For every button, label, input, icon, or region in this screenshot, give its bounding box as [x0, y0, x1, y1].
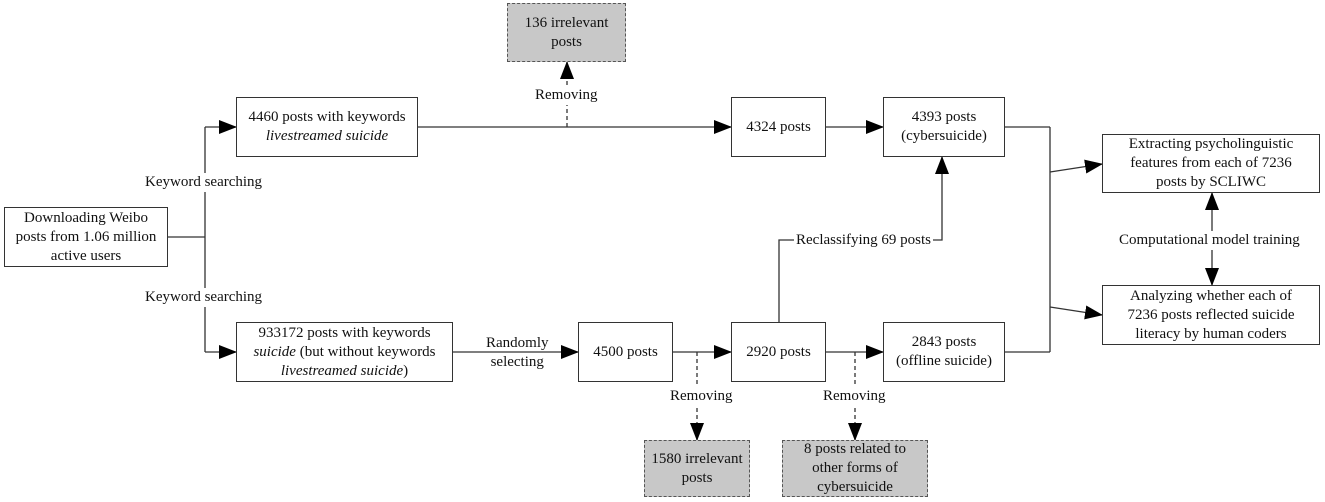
label-removing-left: Removing	[668, 387, 735, 406]
label-model-training: Computational model training	[1117, 231, 1302, 250]
node-2920-posts: 2920 posts	[731, 322, 826, 382]
node-1580-irrelevant: 1580 irrelevant posts	[644, 440, 750, 497]
label-randomly-selecting: Randomly selecting	[486, 335, 549, 370]
node-keyword-livestreamed: 4460 posts with keywords livestreamed su…	[236, 97, 418, 157]
node-8-related-cybersuicide: 8 posts related to other forms of cybers…	[782, 440, 928, 497]
node-extracting-features: Extracting psycholinguistic features fro…	[1102, 134, 1320, 193]
node-2843-offline-suicide: 2843 posts (offline suicide)	[883, 322, 1005, 382]
label-reclassifying: Reclassifying 69 posts	[794, 231, 933, 250]
node-analyzing-literacy: Analyzing whether each of 7236 posts ref…	[1102, 285, 1320, 345]
arrow-to-analyzing	[1049, 305, 1103, 320]
node-keyword-suicide: 933172 posts with keywords suicide (but …	[236, 322, 453, 382]
label-keyword-searching-bottom: Keyword searching	[143, 288, 265, 307]
node-download-weibo-posts: Downloading Weibo posts from 1.06 millio…	[4, 207, 168, 267]
label-removing-right: Removing	[821, 387, 888, 406]
node-4393-cybersuicide: 4393 posts (cybersuicide)	[883, 97, 1005, 157]
label-removing-top: Removing	[533, 86, 600, 105]
arrow-to-extracting	[1049, 159, 1103, 174]
label-keyword-searching-top: Keyword searching	[143, 173, 265, 192]
node-136-irrelevant: 136 irrelevant posts	[507, 3, 626, 62]
node-4500-posts: 4500 posts	[578, 322, 673, 382]
node-4324-posts: 4324 posts	[731, 97, 826, 157]
